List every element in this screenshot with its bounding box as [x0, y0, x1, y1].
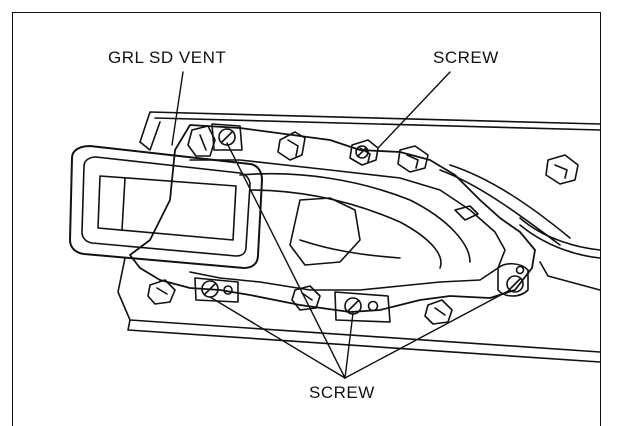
label-grl-sd-vent: GRL SD VENT — [108, 48, 227, 67]
leader-screw-bottom-3 — [344, 312, 354, 379]
upper-clips — [187, 125, 579, 221]
vent-bezel — [69, 145, 263, 269]
leader-screw-top — [377, 71, 451, 149]
leader-screw-bottom-4 — [344, 289, 511, 379]
lower-trim-panel — [117, 257, 601, 363]
screw-bottom-right — [506, 265, 525, 293]
leader-grl-sd-vent — [171, 71, 184, 146]
leader-screw-bottom-2 — [209, 296, 346, 379]
leader-screw-bottom-1 — [226, 142, 346, 379]
screw-bosses — [194, 123, 529, 323]
vent-housing — [129, 124, 536, 313]
leader-lines — [171, 71, 511, 379]
upper-trim-panel — [139, 111, 601, 259]
label-screw-top: SCREW — [433, 48, 499, 67]
lower-clips — [147, 279, 453, 325]
diagram-frame — [12, 12, 601, 426]
screw-top-right — [355, 145, 369, 159]
screw-top-left — [218, 128, 236, 146]
label-screw-bottom: SCREW — [309, 383, 375, 402]
